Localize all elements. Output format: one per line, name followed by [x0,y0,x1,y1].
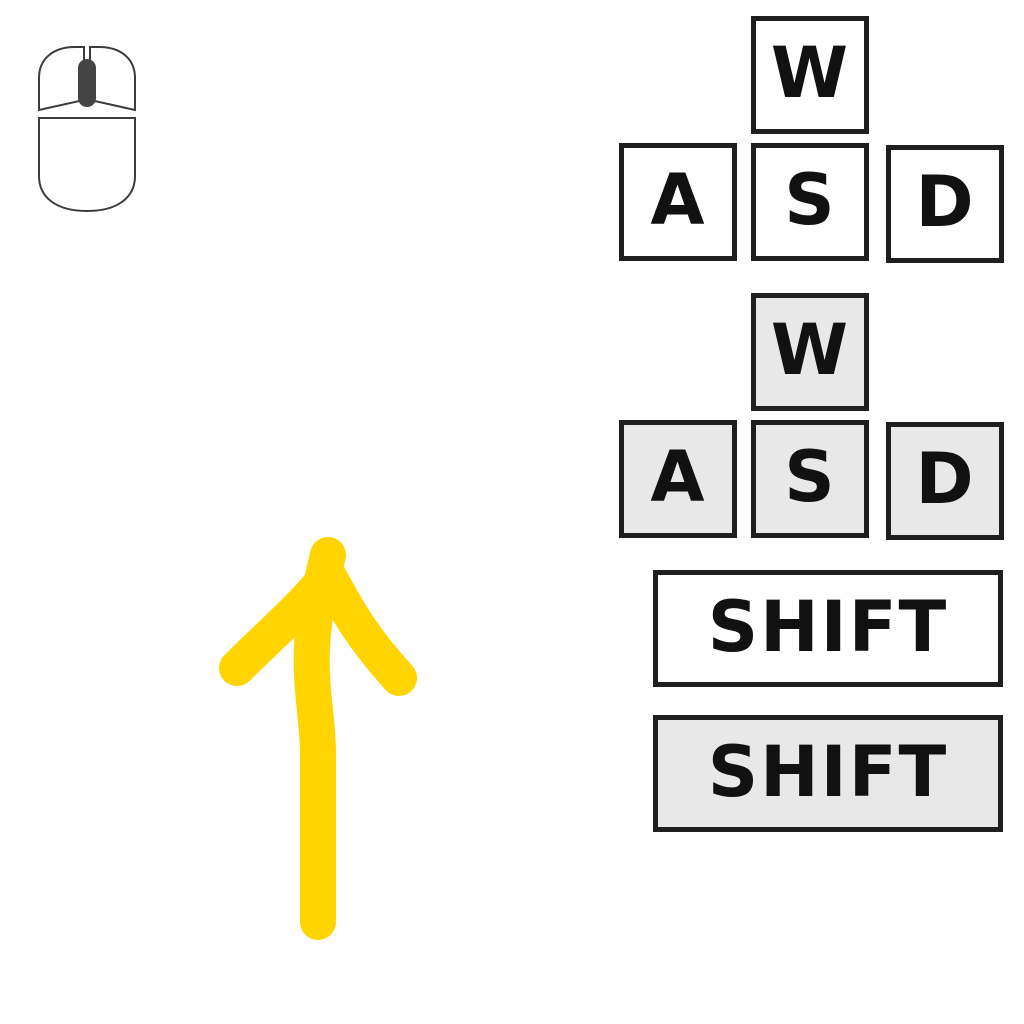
a-key-pressed-label: A [650,436,706,518]
mouse-icon [38,46,136,213]
a-key-label: A [650,159,706,241]
shift-key-label: SHIFT [707,585,949,668]
s-key-label: S [784,159,836,241]
wasd-a-key: A [619,143,737,261]
wasd-d-key: D [886,145,1004,263]
arrow-up-icon [219,537,417,940]
wasd-w-key-pressed: W [751,293,869,411]
shift-key-pressed: SHIFT [653,715,1003,832]
w-key-pressed-label: W [770,309,850,391]
wasd-s-key-pressed: S [751,420,869,538]
wasd-s-key: S [751,143,869,261]
shift-key: SHIFT [653,570,1003,687]
shift-key-pressed-label: SHIFT [707,730,949,813]
d-key-label: D [915,161,975,243]
wasd-w-key: W [751,16,869,134]
s-key-pressed-label: S [784,436,836,518]
d-key-pressed-label: D [915,438,975,520]
w-key-label: W [770,32,850,114]
wasd-a-key-pressed: A [619,420,737,538]
wasd-d-key-pressed: D [886,422,1004,540]
